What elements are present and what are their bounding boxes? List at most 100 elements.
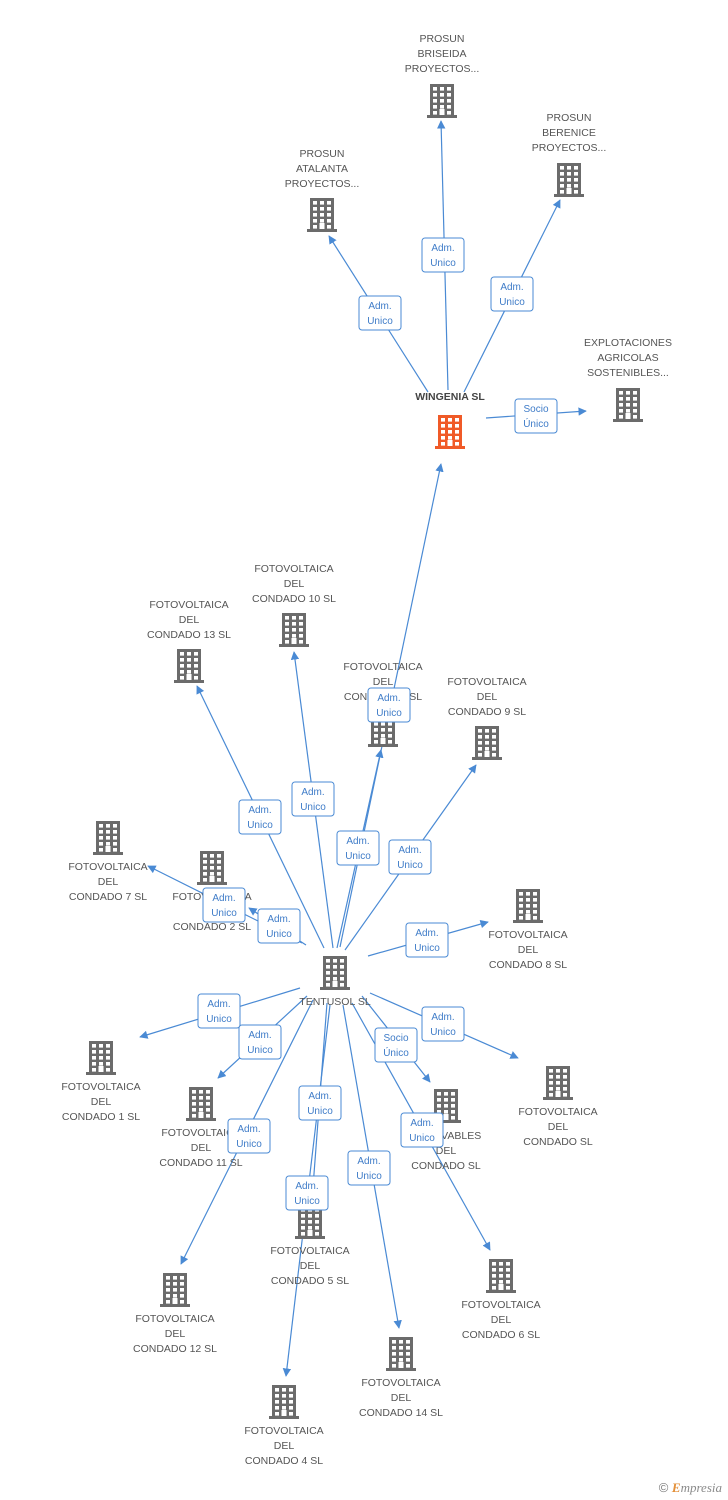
relationship-type-text: Unico <box>294 1196 320 1207</box>
building-window <box>180 1282 184 1286</box>
building-window <box>437 1092 441 1096</box>
building-window <box>340 983 344 987</box>
building-window <box>299 640 303 644</box>
company-node-explotaciones[interactable]: EXPLOTACIONESAGRICOLASSOSTENIBLES... <box>584 337 672 422</box>
building-window <box>187 652 191 656</box>
relationship-label-t-c1[interactable]: Adm.Unico <box>197 993 241 1029</box>
building-window <box>106 824 110 828</box>
company-node-briseida[interactable]: PROSUNBRISEIDAPROYECTOS... <box>405 33 480 118</box>
building-window <box>533 904 537 908</box>
building-window <box>327 213 331 217</box>
relationship-label-t-c11[interactable]: Adm.Unico <box>238 1024 282 1060</box>
company-node-berenice[interactable]: PROSUNBERENICEPROYECTOS... <box>532 112 607 197</box>
company-name-line: FOTOVOLTAICA <box>461 1299 540 1311</box>
company-name-line: CONDADO 7 SL <box>69 891 147 903</box>
building-window <box>492 1286 496 1290</box>
building-window <box>320 207 324 211</box>
company-name-line: WINGENIA SL <box>415 391 485 403</box>
building-window <box>206 1090 210 1094</box>
relationship-label-box <box>405 922 449 958</box>
building-window <box>478 735 482 739</box>
building-window <box>399 1358 403 1362</box>
company-node-wingenia[interactable]: WINGENIA SL <box>415 391 485 449</box>
relationship-label-t-c10[interactable]: Adm.Unico <box>291 781 335 817</box>
building-window <box>99 848 103 852</box>
building-window <box>567 184 571 188</box>
building-window <box>282 1394 286 1398</box>
building-window <box>315 1220 319 1224</box>
building-window <box>448 424 452 428</box>
building-window <box>320 213 324 217</box>
relationship-label-t-c14[interactable]: Adm.Unico <box>347 1150 391 1186</box>
company-node-tentusol[interactable]: TENTUSOL SL <box>299 956 371 1008</box>
building-door <box>172 1298 178 1304</box>
building-window <box>485 729 489 733</box>
building-base <box>513 920 543 923</box>
building-window <box>455 418 459 422</box>
relationship-label-t-c13[interactable]: Adm.Unico <box>238 799 282 835</box>
building-window <box>333 965 337 969</box>
relationship-label-w-briseida[interactable]: Adm.Unico <box>421 237 465 273</box>
building-window <box>199 1096 203 1100</box>
company-name-line: FOTOVOLTAICA <box>518 1106 597 1118</box>
building-window <box>381 722 385 726</box>
building-window <box>440 93 444 97</box>
relationship-label-t-c9[interactable]: Adm.Unico <box>388 839 432 875</box>
company-name-line: DEL <box>300 1260 321 1272</box>
building-door <box>307 1230 313 1236</box>
relationship-label-t-c6[interactable]: Adm.Unico <box>400 1112 444 1148</box>
relationship-label-t-c2[interactable]: Adm.Unico <box>257 908 301 944</box>
building-window <box>560 172 564 176</box>
building-window <box>199 1102 203 1106</box>
building-window <box>485 735 489 739</box>
relationship-label-box <box>197 993 241 1029</box>
building-window <box>301 1214 305 1218</box>
building-window <box>203 860 207 864</box>
relationship-label-t-c12[interactable]: Adm.Unico <box>227 1118 271 1154</box>
building-window <box>173 1288 177 1292</box>
building-window <box>451 1116 455 1120</box>
building-window <box>327 219 331 223</box>
relationship-type-text: Adm. <box>248 1030 271 1041</box>
building-window <box>106 836 110 840</box>
relationship-label-w-berenice[interactable]: Adm.Unico <box>490 276 534 312</box>
relationship-label-w-atalanta[interactable]: Adm.Unico <box>358 295 402 331</box>
building-window <box>478 729 482 733</box>
building-icon <box>554 163 584 197</box>
building-window <box>451 1092 455 1096</box>
relationship-label-t-c8[interactable]: Adm.Unico <box>405 922 449 958</box>
company-name-line: FOTOVOLTAICA <box>447 676 526 688</box>
relationship-label-t-c4[interactable]: Adm.Unico <box>285 1175 329 1211</box>
building-door <box>439 109 445 115</box>
company-name-line: DEL <box>274 1440 295 1452</box>
relationship-label-t-csl[interactable]: Adm.Unico <box>421 1006 465 1042</box>
relationship-type-text: Unico <box>266 929 292 940</box>
relationship-label-t-wingenia[interactable]: Adm.Unico <box>367 687 411 723</box>
relationship-label-t-c5[interactable]: Adm.Unico <box>298 1085 342 1121</box>
company-name-line: DEL <box>548 1121 569 1133</box>
relationship-label-box <box>347 1150 391 1186</box>
building-window <box>440 99 444 103</box>
building-window <box>485 747 489 751</box>
building-window <box>519 898 523 902</box>
company-node-atalanta[interactable]: PROSUNATALANTAPROYECTOS... <box>285 148 360 232</box>
building-window <box>192 1108 196 1112</box>
building-window <box>282 1406 286 1410</box>
relationship-label-t-c7[interactable]: Adm.Unico <box>202 887 246 923</box>
relationship-label-t-c3[interactable]: Adm.Unico <box>336 830 380 866</box>
